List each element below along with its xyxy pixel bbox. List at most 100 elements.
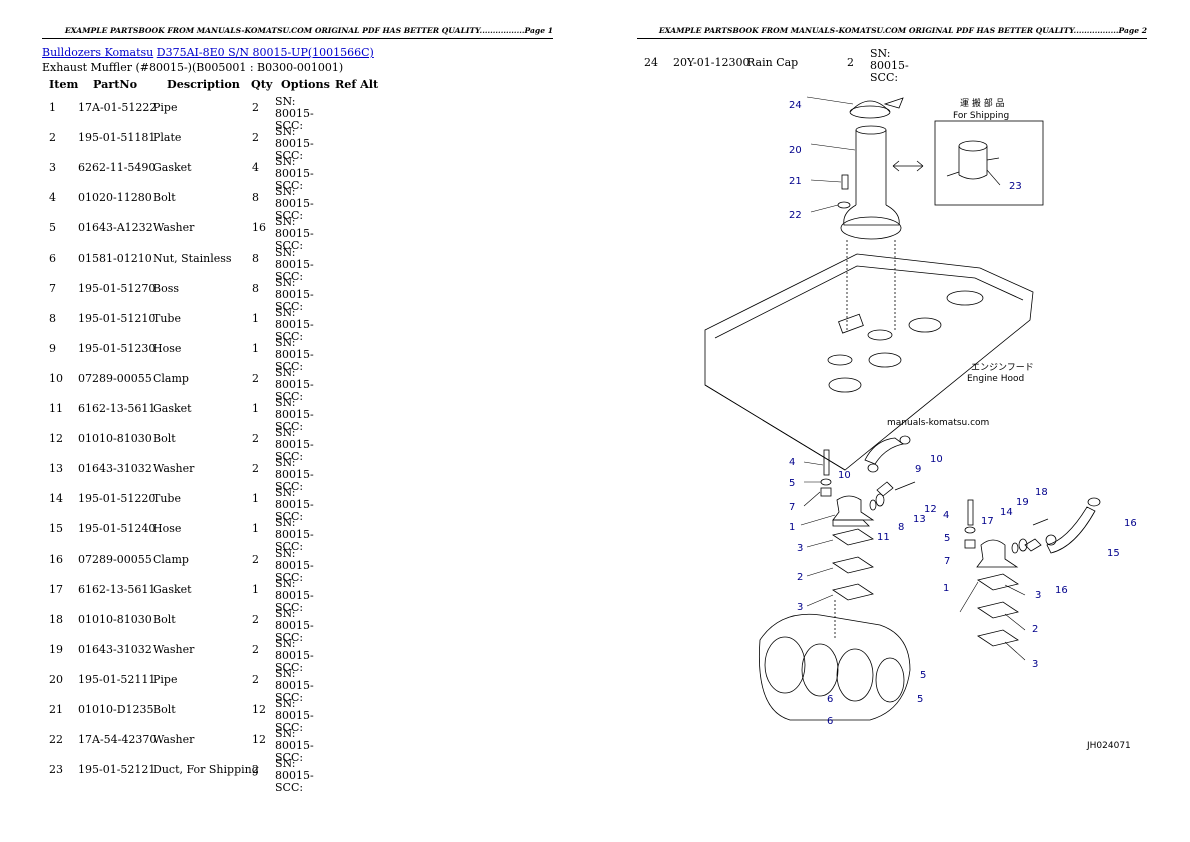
cell-description: Washer	[153, 221, 195, 235]
cell-item: 23	[49, 763, 63, 777]
breadcrumb-link-bulldozers[interactable]: Bulldozers Komatsu	[42, 46, 154, 59]
cell-item: 4	[49, 191, 56, 205]
engine-hood-label-jp: エンジンフード	[971, 363, 1034, 373]
callout-number: 7	[789, 502, 795, 513]
cell-description: Tube	[153, 492, 181, 506]
cell-description: Gasket	[153, 582, 192, 596]
cell-options: SN: 80015-SCC:	[275, 606, 314, 644]
callout-number: 13	[913, 514, 926, 525]
figure-id: JH024071	[1086, 741, 1131, 751]
cell-description: Hose	[153, 522, 182, 536]
cell-item: 14	[49, 492, 63, 506]
callout-number: 5	[944, 533, 950, 544]
cell-qty: 16	[252, 221, 266, 235]
cell-item: 20	[49, 672, 63, 686]
cell-item: 5	[49, 221, 56, 235]
callout-number: 17	[981, 516, 994, 527]
page-1: EXAMPLE PARTSBOOK FROM MANUALS-KOMATSU.C…	[0, 26, 595, 794]
cell-qty: 2	[252, 371, 259, 385]
cell-description: Bolt	[153, 191, 176, 205]
column-header-description: Description	[167, 77, 240, 91]
callout-number: 18	[1035, 487, 1048, 498]
cell-partno: 195-01-51181	[78, 131, 156, 145]
callout-number: 11	[877, 532, 890, 543]
cell-qty: 2	[252, 462, 259, 476]
cell-description: Hose	[153, 341, 182, 355]
cell-options: SN: 80015-SCC:	[275, 486, 314, 524]
callout-number: 23	[1009, 181, 1022, 192]
cell-partno: 01643-31032	[78, 642, 152, 656]
cell-qty: 1	[252, 522, 259, 536]
cell-description: Clamp	[153, 371, 189, 385]
cell-item: 18	[49, 612, 63, 626]
callout-number: 2	[1032, 624, 1038, 635]
cell-qty: 12	[252, 733, 266, 747]
cell-description: Boss	[153, 281, 179, 295]
breadcrumb-link-model[interactable]: D375AI-8E0 S/N 80015-UP(1001566C)	[156, 46, 374, 59]
left-exhaust-assembly	[820, 435, 916, 601]
callout-number: 5	[920, 670, 926, 681]
cell-qty: 1	[252, 492, 259, 506]
shipping-inset-box	[934, 120, 1044, 206]
cell-qty: 2	[252, 552, 259, 566]
cell-qty: 8	[252, 251, 259, 265]
cell-options: SN: 80015-SCC:	[275, 305, 314, 343]
cell-item: 21	[49, 703, 63, 716]
cell-partno: 17A-01-51222	[78, 101, 157, 114]
cell-options: SN: 80015-SCC:	[275, 576, 314, 614]
cell-options: SN: 80015-SCC:	[275, 636, 314, 674]
bolt-drawing	[841, 174, 849, 190]
cell-options: SN: 80015-SCC:	[275, 335, 314, 373]
cell-item: 12	[49, 432, 63, 446]
cell-partno: 01643-31032	[78, 462, 152, 476]
callout-number: 2	[797, 572, 803, 583]
cell-qty: 2	[252, 763, 259, 777]
callout-number: 4	[943, 510, 949, 521]
cell-qty: 1	[252, 582, 259, 596]
callout-number: 21	[789, 176, 802, 187]
cell-partno: 01643-A1232	[78, 221, 153, 235]
cell-item: 24	[644, 56, 658, 69]
cell-qty: 2	[252, 131, 259, 145]
cell-item: 2	[49, 131, 56, 145]
callout-number: 3	[797, 602, 803, 613]
cell-item: 9	[49, 341, 56, 355]
cell-partno: 01010-81030	[78, 612, 152, 626]
cell-options: SN: 80015-SCC:	[275, 456, 314, 494]
callout-number: 24	[789, 100, 802, 111]
cell-qty: 2	[847, 56, 854, 69]
cell-item: 6	[49, 251, 56, 265]
cell-partno: 17A-54-42370	[78, 733, 157, 747]
cell-item: 17	[49, 582, 63, 596]
cell-description: Pipe	[153, 101, 178, 114]
cell-item: 22	[49, 733, 63, 747]
cell-options: SN: 80015-SCC:	[275, 125, 314, 163]
cell-options: SN: 80015-SCC:	[275, 185, 314, 223]
cell-partno: 01010-81030	[78, 432, 152, 446]
cell-description: Gasket	[153, 402, 192, 415]
cell-description: Nut, Stainless	[153, 251, 232, 265]
page-header: EXAMPLE PARTSBOOK FROM MANUALS-KOMATSU.C…	[637, 26, 1147, 39]
engine-block-drawing	[759, 600, 911, 721]
callout-number: 20	[789, 145, 802, 156]
washer-drawing	[837, 201, 851, 209]
cell-item: 13	[49, 462, 63, 476]
callout-number: 5	[789, 478, 795, 489]
cell-options: SN: 80015-SCC:	[275, 697, 314, 734]
pipe-drawing	[840, 125, 902, 240]
callout-number: 16	[1124, 518, 1137, 529]
cell-description: Tube	[153, 311, 181, 325]
right-exhaust-assembly	[964, 497, 1101, 647]
